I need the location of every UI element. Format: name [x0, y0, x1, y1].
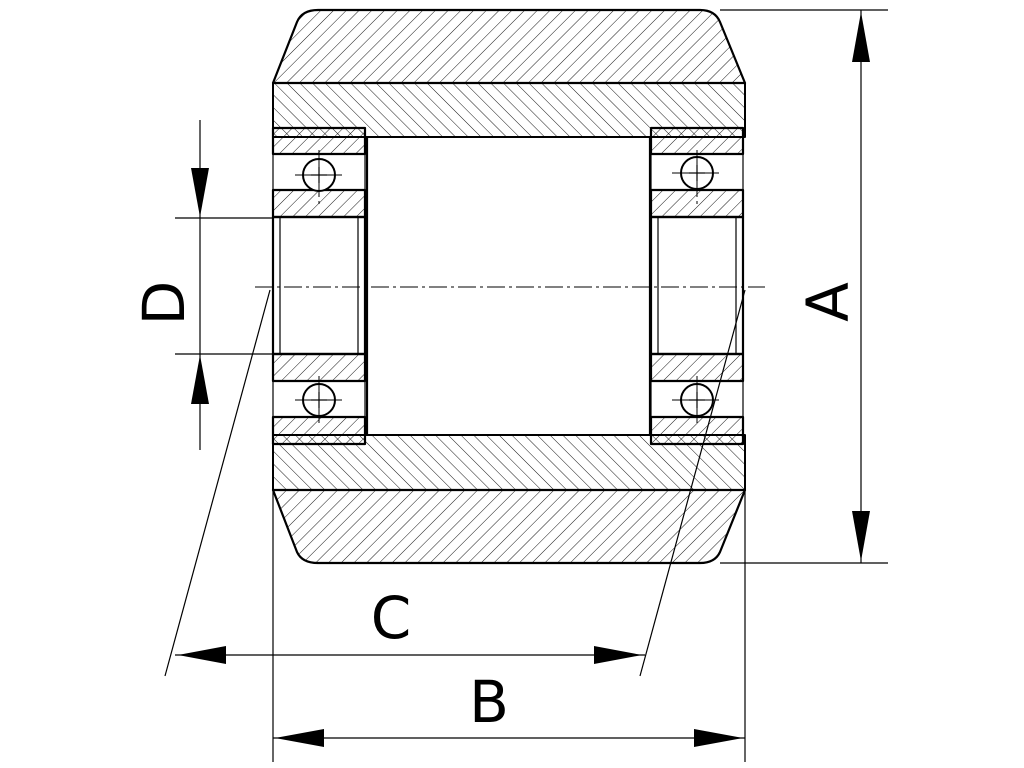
dimension-a-label: A	[794, 282, 862, 322]
tyre-top	[271, 8, 747, 85]
dimension-b-label: B	[469, 668, 509, 736]
dimension-b: B	[272, 490, 746, 762]
tyre-section	[271, 8, 747, 565]
dimension-d: D	[130, 120, 273, 450]
dimension-c-label: C	[371, 584, 412, 652]
tyre-bottom	[271, 488, 747, 565]
bore-sleeves	[271, 215, 745, 356]
dimension-a: A	[720, 9, 888, 564]
dimension-d-label: D	[130, 281, 198, 326]
dimension-c: C	[164, 289, 746, 677]
